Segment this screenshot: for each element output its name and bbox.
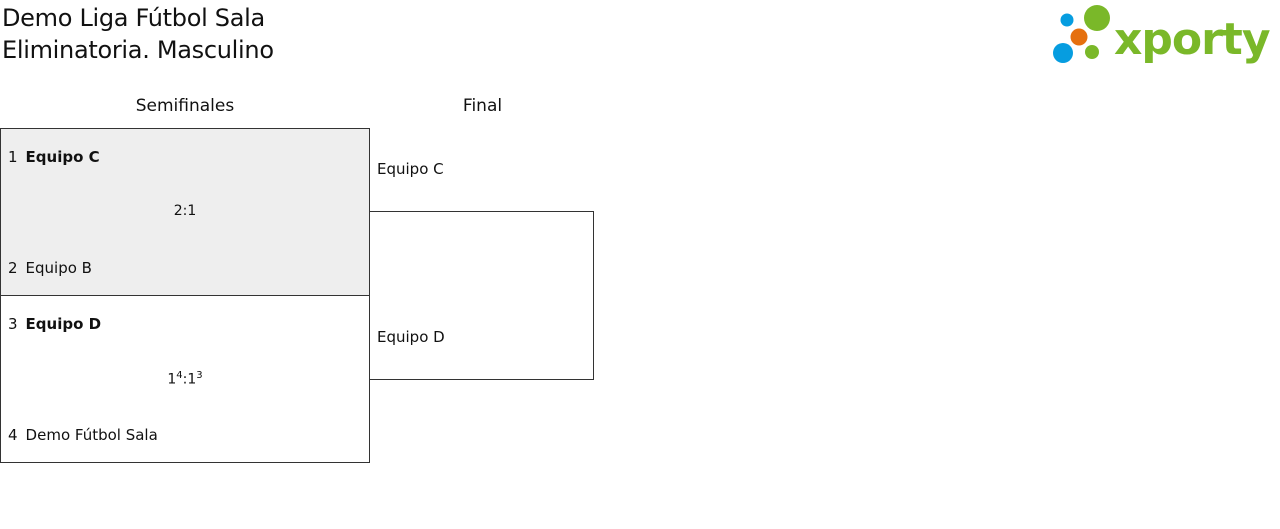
match-score: 2:1 (173, 203, 197, 219)
seed: 4 (8, 426, 18, 444)
penalty-home: 4 (176, 370, 183, 381)
score-away: 1 (187, 203, 197, 219)
final-team-away: Equipo D (377, 328, 445, 346)
team-away: 2 Equipo B (8, 259, 92, 277)
round-final-label: Final (462, 96, 503, 116)
team-name: Demo Fútbol Sala (25, 426, 158, 444)
team-home: 1 Equipo C (8, 148, 100, 166)
seed: 1 (8, 148, 18, 166)
score-home: 1 (167, 371, 177, 388)
score-home: 2 (173, 203, 183, 219)
xporty-logo[interactable]: xporty (1050, 4, 1276, 68)
round-semifinals-label: Semifinales (135, 96, 235, 116)
team-name: Equipo C (25, 148, 100, 166)
team-away: 4 Demo Fútbol Sala (8, 426, 158, 444)
final-team-home: Equipo C (377, 160, 444, 178)
seed: 3 (8, 315, 18, 333)
team-name: Equipo D (25, 315, 102, 333)
svg-text:xporty: xporty (1114, 14, 1270, 65)
team-name: Equipo B (25, 259, 92, 277)
match-score: 14:13 (167, 370, 203, 388)
score-away: 1 (187, 371, 197, 388)
penalty-away: 3 (196, 370, 203, 381)
seed: 2 (8, 259, 18, 277)
page-subtitle: Eliminatoria. Masculino (2, 36, 274, 64)
page-title: Demo Liga Fútbol Sala (2, 4, 265, 32)
team-home: 3 Equipo D (8, 315, 101, 333)
final-bracket-connector (369, 211, 594, 380)
